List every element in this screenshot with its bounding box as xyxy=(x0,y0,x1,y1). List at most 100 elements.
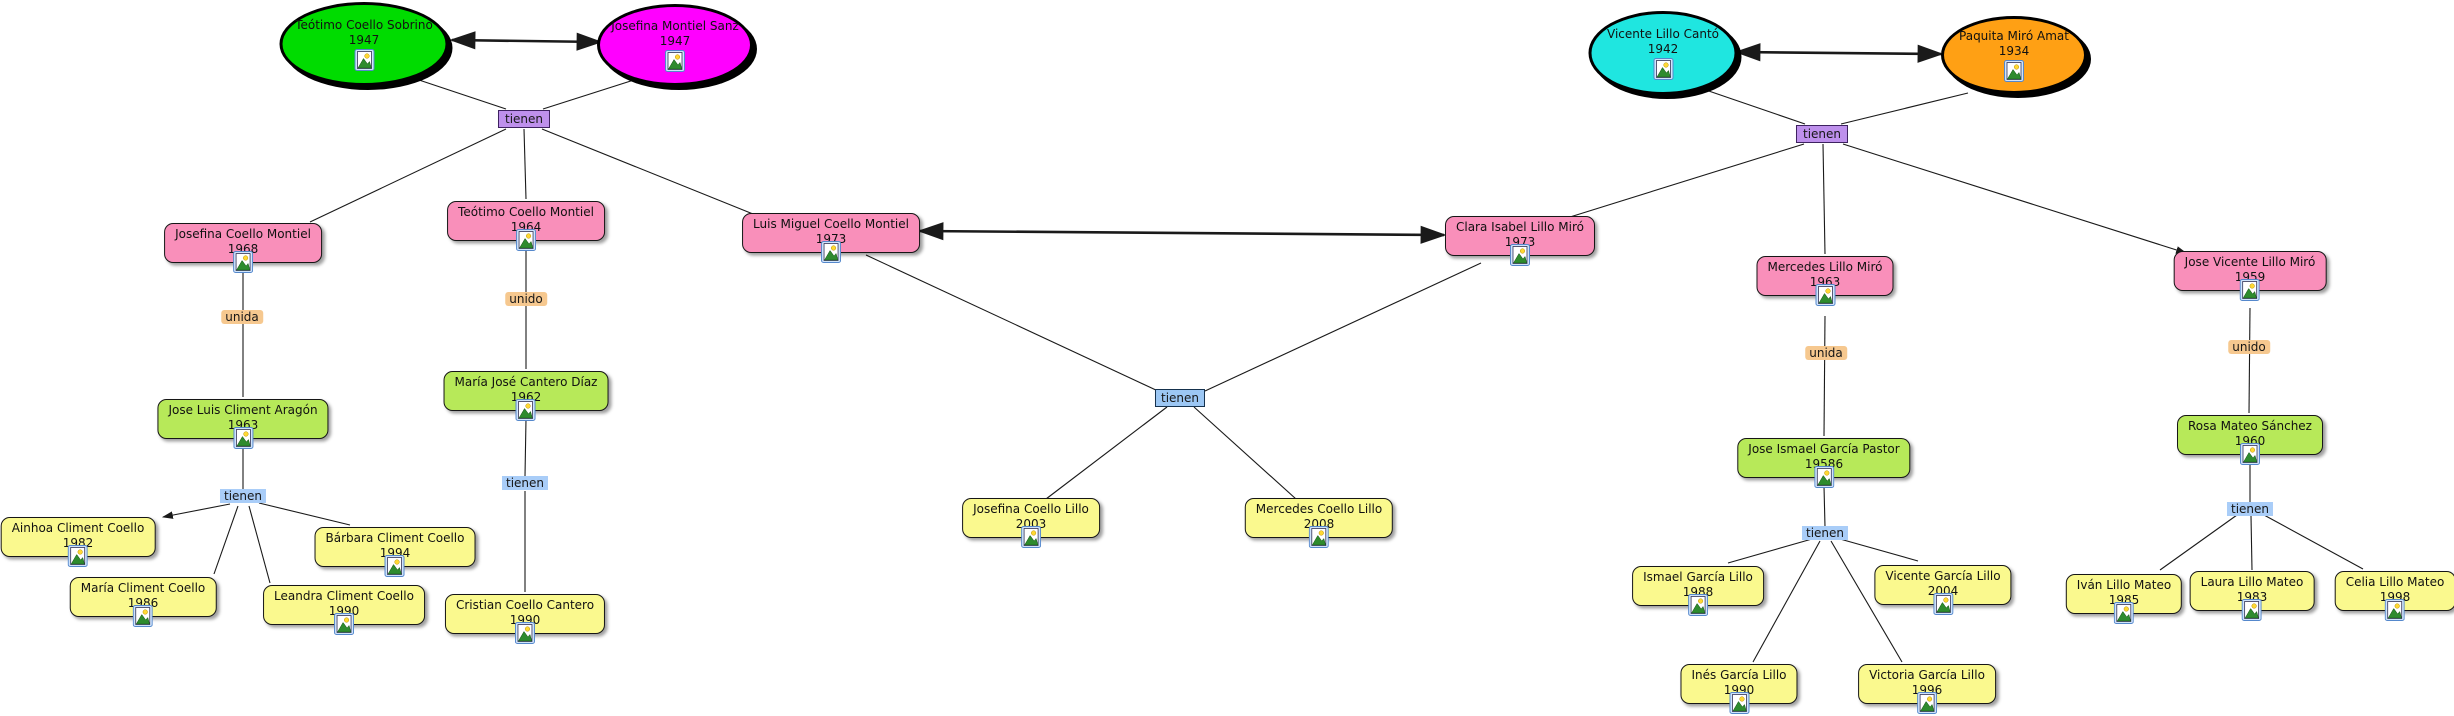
person-year: 1934 xyxy=(1998,43,2030,58)
relationship-edge xyxy=(449,31,603,51)
relationship-edge xyxy=(248,505,271,584)
person-year: 1947 xyxy=(659,33,691,48)
photo-icon xyxy=(821,241,841,263)
person-name: Paquita Miró Amat xyxy=(1959,28,2069,43)
relationship-label-tienen-coello-lillo[interactable]: tienen xyxy=(1154,389,1206,407)
person-name: Cristian Coello Cantero xyxy=(455,598,595,612)
person-year: 1947 xyxy=(348,32,380,47)
relationship-edge xyxy=(1839,538,1919,562)
photo-icon xyxy=(1728,692,1749,714)
photo-icon xyxy=(514,622,535,644)
photo-icon xyxy=(1687,594,1708,616)
person-name: María Climent Coello xyxy=(80,581,206,595)
relationship-edge xyxy=(161,503,231,519)
relationship-label-unida-josefina[interactable]: unida xyxy=(221,310,263,324)
person-year: 1942 xyxy=(1647,41,1679,56)
relationship-edge xyxy=(1727,538,1813,564)
person-name: Clara Isabel Lillo Miró xyxy=(1455,220,1585,234)
photo-icon xyxy=(1814,466,1834,488)
relationship-label-unido-jose-vicente[interactable]: unido xyxy=(2228,340,2270,354)
relationship-label-unido-teotimo[interactable]: unido xyxy=(505,292,547,306)
relationship-label-tienen-couple-right[interactable]: tienen xyxy=(1795,125,1849,143)
photo-icon xyxy=(1021,526,1041,548)
relationship-edge xyxy=(1699,87,1806,125)
photo-icon xyxy=(68,545,88,567)
photo-icon xyxy=(233,427,253,449)
relationship-edge xyxy=(1569,143,1805,218)
relationship-label-unida-mercedes[interactable]: unida xyxy=(1805,346,1847,360)
person-name: Ainhoa Climent Coello xyxy=(11,521,145,535)
relationship-edge xyxy=(1823,485,1826,528)
person-name: Jose Ismael García Pastor xyxy=(1748,442,1900,456)
person-name: Teótimo Coello Sobrino xyxy=(295,17,433,32)
photo-icon xyxy=(1917,692,1937,714)
relationship-label-tienen-lillo-mateo[interactable]: tienen xyxy=(2226,502,2274,516)
relationship-edge xyxy=(541,128,759,217)
photo-icon xyxy=(1653,57,1673,80)
person-name: Rosa Mateo Sánchez xyxy=(2188,419,2312,433)
person-name: Josefina Montiel Sanz xyxy=(611,18,739,33)
person-name: Jose Vicente Lillo Miró xyxy=(2184,255,2316,269)
relationship-label-tienen-garcia[interactable]: tienen xyxy=(1801,526,1849,540)
photo-icon xyxy=(665,49,685,72)
relationship-edge xyxy=(1734,43,1944,63)
person-name: Josefina Coello Lillo xyxy=(973,502,1089,516)
person-name: Vicente García Lillo xyxy=(1885,569,2001,583)
person-name: Luis Miguel Coello Montiel xyxy=(753,217,909,231)
photo-icon xyxy=(1815,284,1835,306)
relationship-edge xyxy=(1842,143,2188,254)
photo-icon xyxy=(384,555,405,577)
photo-icon xyxy=(1509,244,1530,266)
relationship-label-tienen-couple-left[interactable]: tienen xyxy=(497,110,551,128)
person-name: Bárbara Climent Coello xyxy=(325,531,465,545)
person-name: Victoria García Lillo xyxy=(1869,668,1985,682)
relationship-edge xyxy=(1822,143,1826,255)
relationship-edge xyxy=(2248,307,2251,414)
relationship-edge xyxy=(1752,540,1821,663)
relationship-edge xyxy=(1823,315,1826,437)
person-name: Mercedes Lillo Miró xyxy=(1767,260,1883,274)
photo-icon xyxy=(354,48,374,71)
relationship-edge xyxy=(1840,92,1969,125)
relationship-edge xyxy=(409,76,507,110)
photo-icon xyxy=(233,251,253,273)
person-name: Jose Luis Climent Aragón xyxy=(168,403,318,417)
photo-icon xyxy=(2239,443,2260,465)
person-name: Celia Lillo Mateo xyxy=(2345,575,2445,589)
photo-icon xyxy=(2239,279,2260,301)
relationship-edge xyxy=(2263,514,2364,570)
relationship-label-tienen-climent[interactable]: tienen xyxy=(219,489,267,503)
photo-icon xyxy=(515,229,536,251)
relationship-edge xyxy=(1830,540,1903,663)
relationship-label-tienen-cantero[interactable]: tienen xyxy=(501,476,549,490)
